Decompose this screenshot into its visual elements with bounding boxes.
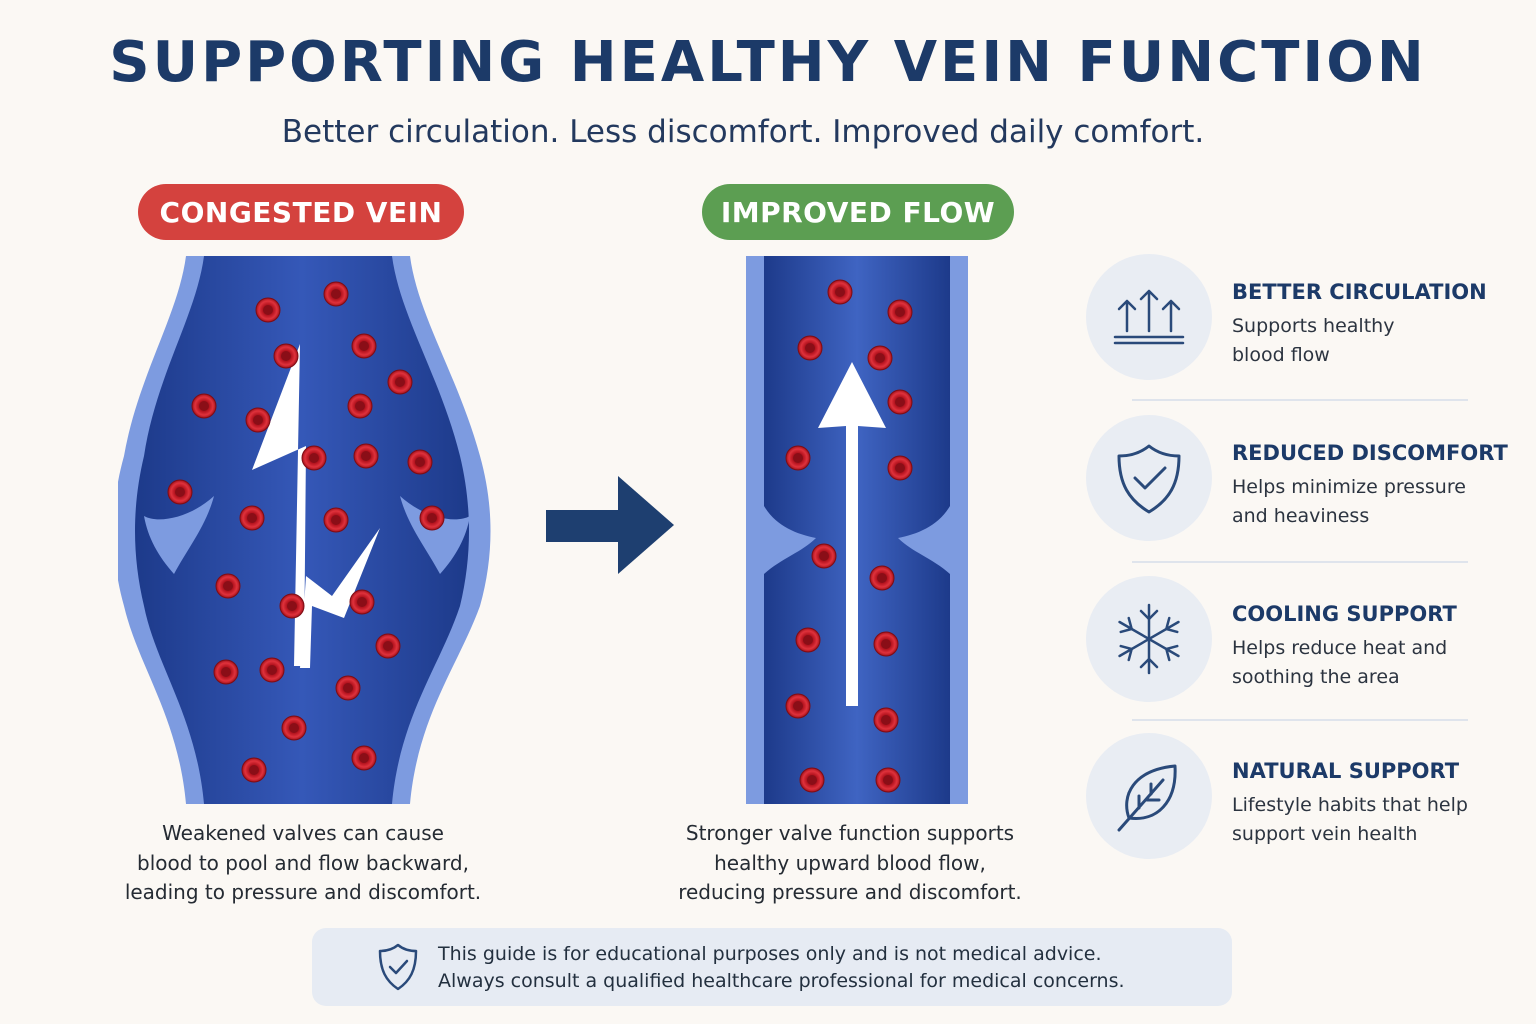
benefit-title: BETTER CIRCULATION bbox=[1232, 280, 1487, 304]
benefit-title: NATURAL SUPPORT bbox=[1232, 759, 1460, 783]
benefit-icon-circle bbox=[1086, 415, 1212, 541]
shield-check-icon bbox=[1117, 444, 1181, 514]
blood-cells bbox=[167, 281, 445, 783]
upward-arrows-icon bbox=[1113, 289, 1185, 345]
blood-cell-center bbox=[281, 351, 291, 361]
blood-cell-center bbox=[883, 775, 893, 785]
benefit-better-circulation: BETTER CIRCULATION Supports healthy bloo… bbox=[1086, 254, 1506, 384]
caption-line: Stronger valve function supports bbox=[685, 821, 1015, 845]
blood-cell-center bbox=[427, 513, 437, 523]
blood-cell-center bbox=[253, 415, 263, 425]
blood-cell-center bbox=[223, 581, 233, 591]
benefit-description: Helps reduce heat and soothing the area bbox=[1232, 637, 1448, 688]
benefit-title: REDUCED DISCOMFORT bbox=[1232, 441, 1508, 465]
lightning-arrow-lower bbox=[300, 528, 380, 668]
blood-cell-center bbox=[355, 401, 365, 411]
blood-cell-center bbox=[267, 665, 277, 675]
improved-flow-label: IMPROVED FLOW bbox=[702, 184, 1014, 240]
blood-cell-center bbox=[881, 715, 891, 725]
blood-cell-center bbox=[819, 551, 829, 561]
blood-cell-center bbox=[415, 457, 425, 467]
divider bbox=[1132, 399, 1468, 401]
blood-cell-center bbox=[287, 601, 297, 611]
page-subtitle: Better circulation. Less discomfort. Imp… bbox=[281, 114, 1205, 150]
benefit-icon-circle bbox=[1086, 576, 1212, 702]
benefit-icon-circle bbox=[1086, 254, 1212, 380]
benefit-title: COOLING SUPPORT bbox=[1232, 602, 1457, 626]
congested-vein-illustration bbox=[118, 256, 491, 804]
blood-cell-center bbox=[395, 377, 405, 387]
left-valve-flap bbox=[764, 506, 816, 574]
benefit-natural-support: NATURAL SUPPORT Lifestyle habits that he… bbox=[1086, 733, 1506, 863]
blood-cell-center bbox=[289, 723, 299, 733]
blood-cells bbox=[785, 279, 913, 793]
caption-line: Weakened valves can cause bbox=[162, 821, 444, 845]
blood-cell-center bbox=[359, 753, 369, 763]
caption-line: leading to pressure and discomfort. bbox=[124, 880, 482, 904]
blood-cell-center bbox=[805, 343, 815, 353]
benefit-cooling-support: COOLING SUPPORT Helps reduce heat and so… bbox=[1086, 576, 1506, 706]
blood-cell-center bbox=[881, 639, 891, 649]
caption-line: blood to pool and flow backward, bbox=[137, 850, 469, 875]
disclaimer-line: This guide is for educational purposes o… bbox=[438, 943, 1102, 965]
lightning-arrow-upper bbox=[252, 344, 306, 666]
blood-cell-center bbox=[331, 289, 341, 299]
blood-cell-center bbox=[793, 453, 803, 463]
shield-check-icon bbox=[378, 943, 418, 991]
benefit-description: Supports healthy blood flow bbox=[1232, 315, 1395, 366]
blood-cell-center bbox=[383, 641, 393, 651]
blood-cell-center bbox=[793, 701, 803, 711]
caption-line: reducing pressure and discomfort. bbox=[678, 880, 1022, 904]
blood-cell-center bbox=[807, 775, 817, 785]
upward-arrow bbox=[818, 362, 886, 706]
snowflake-icon bbox=[1118, 603, 1180, 675]
blood-cell-center bbox=[361, 451, 371, 461]
blood-cell-center bbox=[359, 341, 369, 351]
right-arrow-icon bbox=[546, 476, 674, 574]
blood-cell-center bbox=[309, 453, 319, 463]
blood-cell-center bbox=[331, 515, 341, 525]
blood-cell-center bbox=[343, 683, 353, 693]
blood-cell-center bbox=[247, 513, 257, 523]
improved-caption: Stronger valve function supports healthy… bbox=[660, 819, 1040, 908]
caption-line: healthy upward blood flow, bbox=[714, 850, 986, 875]
blood-cell-center bbox=[175, 487, 185, 497]
right-valve-flap bbox=[400, 496, 470, 574]
disclaimer-text: This guide is for educational purposes o… bbox=[438, 941, 1125, 995]
disclaimer-banner: This guide is for educational purposes o… bbox=[312, 928, 1232, 1006]
blood-cell-center bbox=[835, 287, 845, 297]
blood-cell-center bbox=[249, 765, 259, 775]
left-valve-flap bbox=[144, 496, 214, 574]
benefit-reduced-discomfort: REDUCED DISCOMFORT Helps minimize pressu… bbox=[1086, 415, 1508, 545]
blood-cell-center bbox=[895, 397, 905, 407]
benefit-description: Helps minimize pressure and heaviness bbox=[1232, 476, 1466, 527]
blood-cell-center bbox=[357, 597, 367, 607]
congested-caption: Weakened valves can cause blood to pool … bbox=[108, 819, 498, 908]
blood-cell-center bbox=[877, 573, 887, 583]
benefit-icon-circle bbox=[1086, 733, 1212, 859]
leaf-icon bbox=[1117, 764, 1177, 832]
right-valve-flap bbox=[898, 506, 950, 574]
page-title: SUPPORTING HEALTHY VEIN FUNCTION bbox=[109, 30, 1427, 95]
blood-cell-center bbox=[895, 307, 905, 317]
blood-cell-center bbox=[221, 667, 231, 677]
blood-cell-center bbox=[875, 353, 885, 363]
blood-cell-center bbox=[803, 635, 813, 645]
blood-cell-center bbox=[895, 463, 905, 473]
blood-cell-center bbox=[199, 401, 209, 411]
benefit-description: Lifestyle habits that help support vein … bbox=[1232, 794, 1468, 845]
divider bbox=[1132, 561, 1468, 563]
congested-vein-label: CONGESTED VEIN bbox=[138, 184, 464, 240]
blood-cell-center bbox=[263, 305, 273, 315]
improved-vein-illustration bbox=[746, 256, 968, 804]
disclaimer-line: Always consult a qualified healthcare pr… bbox=[438, 970, 1125, 992]
divider bbox=[1132, 719, 1468, 721]
